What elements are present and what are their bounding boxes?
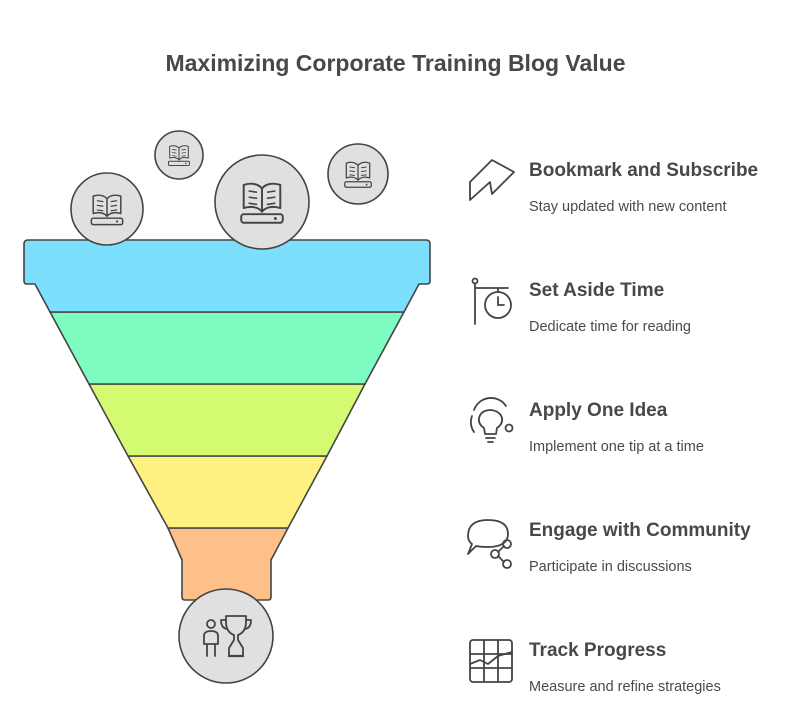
- step-description: Implement one tip at a time: [529, 439, 704, 455]
- step-apply-one-idea: Apply One Idea Implement one tip at a ti…: [462, 394, 782, 474]
- funnel-layer-2: [49, 311, 405, 385]
- step-description: Dedicate time for reading: [529, 319, 691, 335]
- step-heading: Apply One Idea: [529, 400, 668, 421]
- step-engage-with-community: Engage with Community Participate in dis…: [462, 514, 782, 594]
- growth-chart-icon: [469, 639, 513, 683]
- book-circle-small: [154, 130, 204, 180]
- funnel-layer-3: [88, 383, 366, 457]
- step-description: Stay updated with new content: [529, 199, 727, 215]
- step-track-progress: Track Progress Measure and refine strate…: [462, 634, 782, 714]
- funnel-layer-1: [23, 239, 431, 313]
- bookmark-icon: [469, 159, 515, 201]
- step-heading: Set Aside Time: [529, 280, 665, 301]
- step-description: Participate in discussions: [529, 559, 692, 575]
- book-circle-left: [70, 172, 144, 246]
- book-circle-right: [327, 143, 389, 205]
- step-heading: Track Progress: [529, 640, 667, 661]
- lightbulb-icon: [470, 397, 514, 443]
- book-circle-large: [214, 154, 310, 250]
- page-title: Maximizing Corporate Training Blog Value: [165, 50, 626, 76]
- step-bookmark-and-subscribe: Bookmark and Subscribe Stay updated with…: [462, 154, 782, 234]
- person-trophy-icon: [203, 615, 252, 658]
- step-set-aside-time: Set Aside Time Dedicate time for reading: [462, 274, 782, 354]
- step-heading: Engage with Community: [529, 520, 751, 541]
- funnel-layer-4: [127, 455, 328, 529]
- outcome-circle: [178, 588, 274, 684]
- chat-share-icon: [467, 519, 512, 569]
- clock-sign-icon: [471, 277, 512, 325]
- funnel-layer-5: [167, 527, 289, 601]
- step-heading: Bookmark and Subscribe: [529, 160, 759, 181]
- step-description: Measure and refine strategies: [529, 679, 721, 695]
